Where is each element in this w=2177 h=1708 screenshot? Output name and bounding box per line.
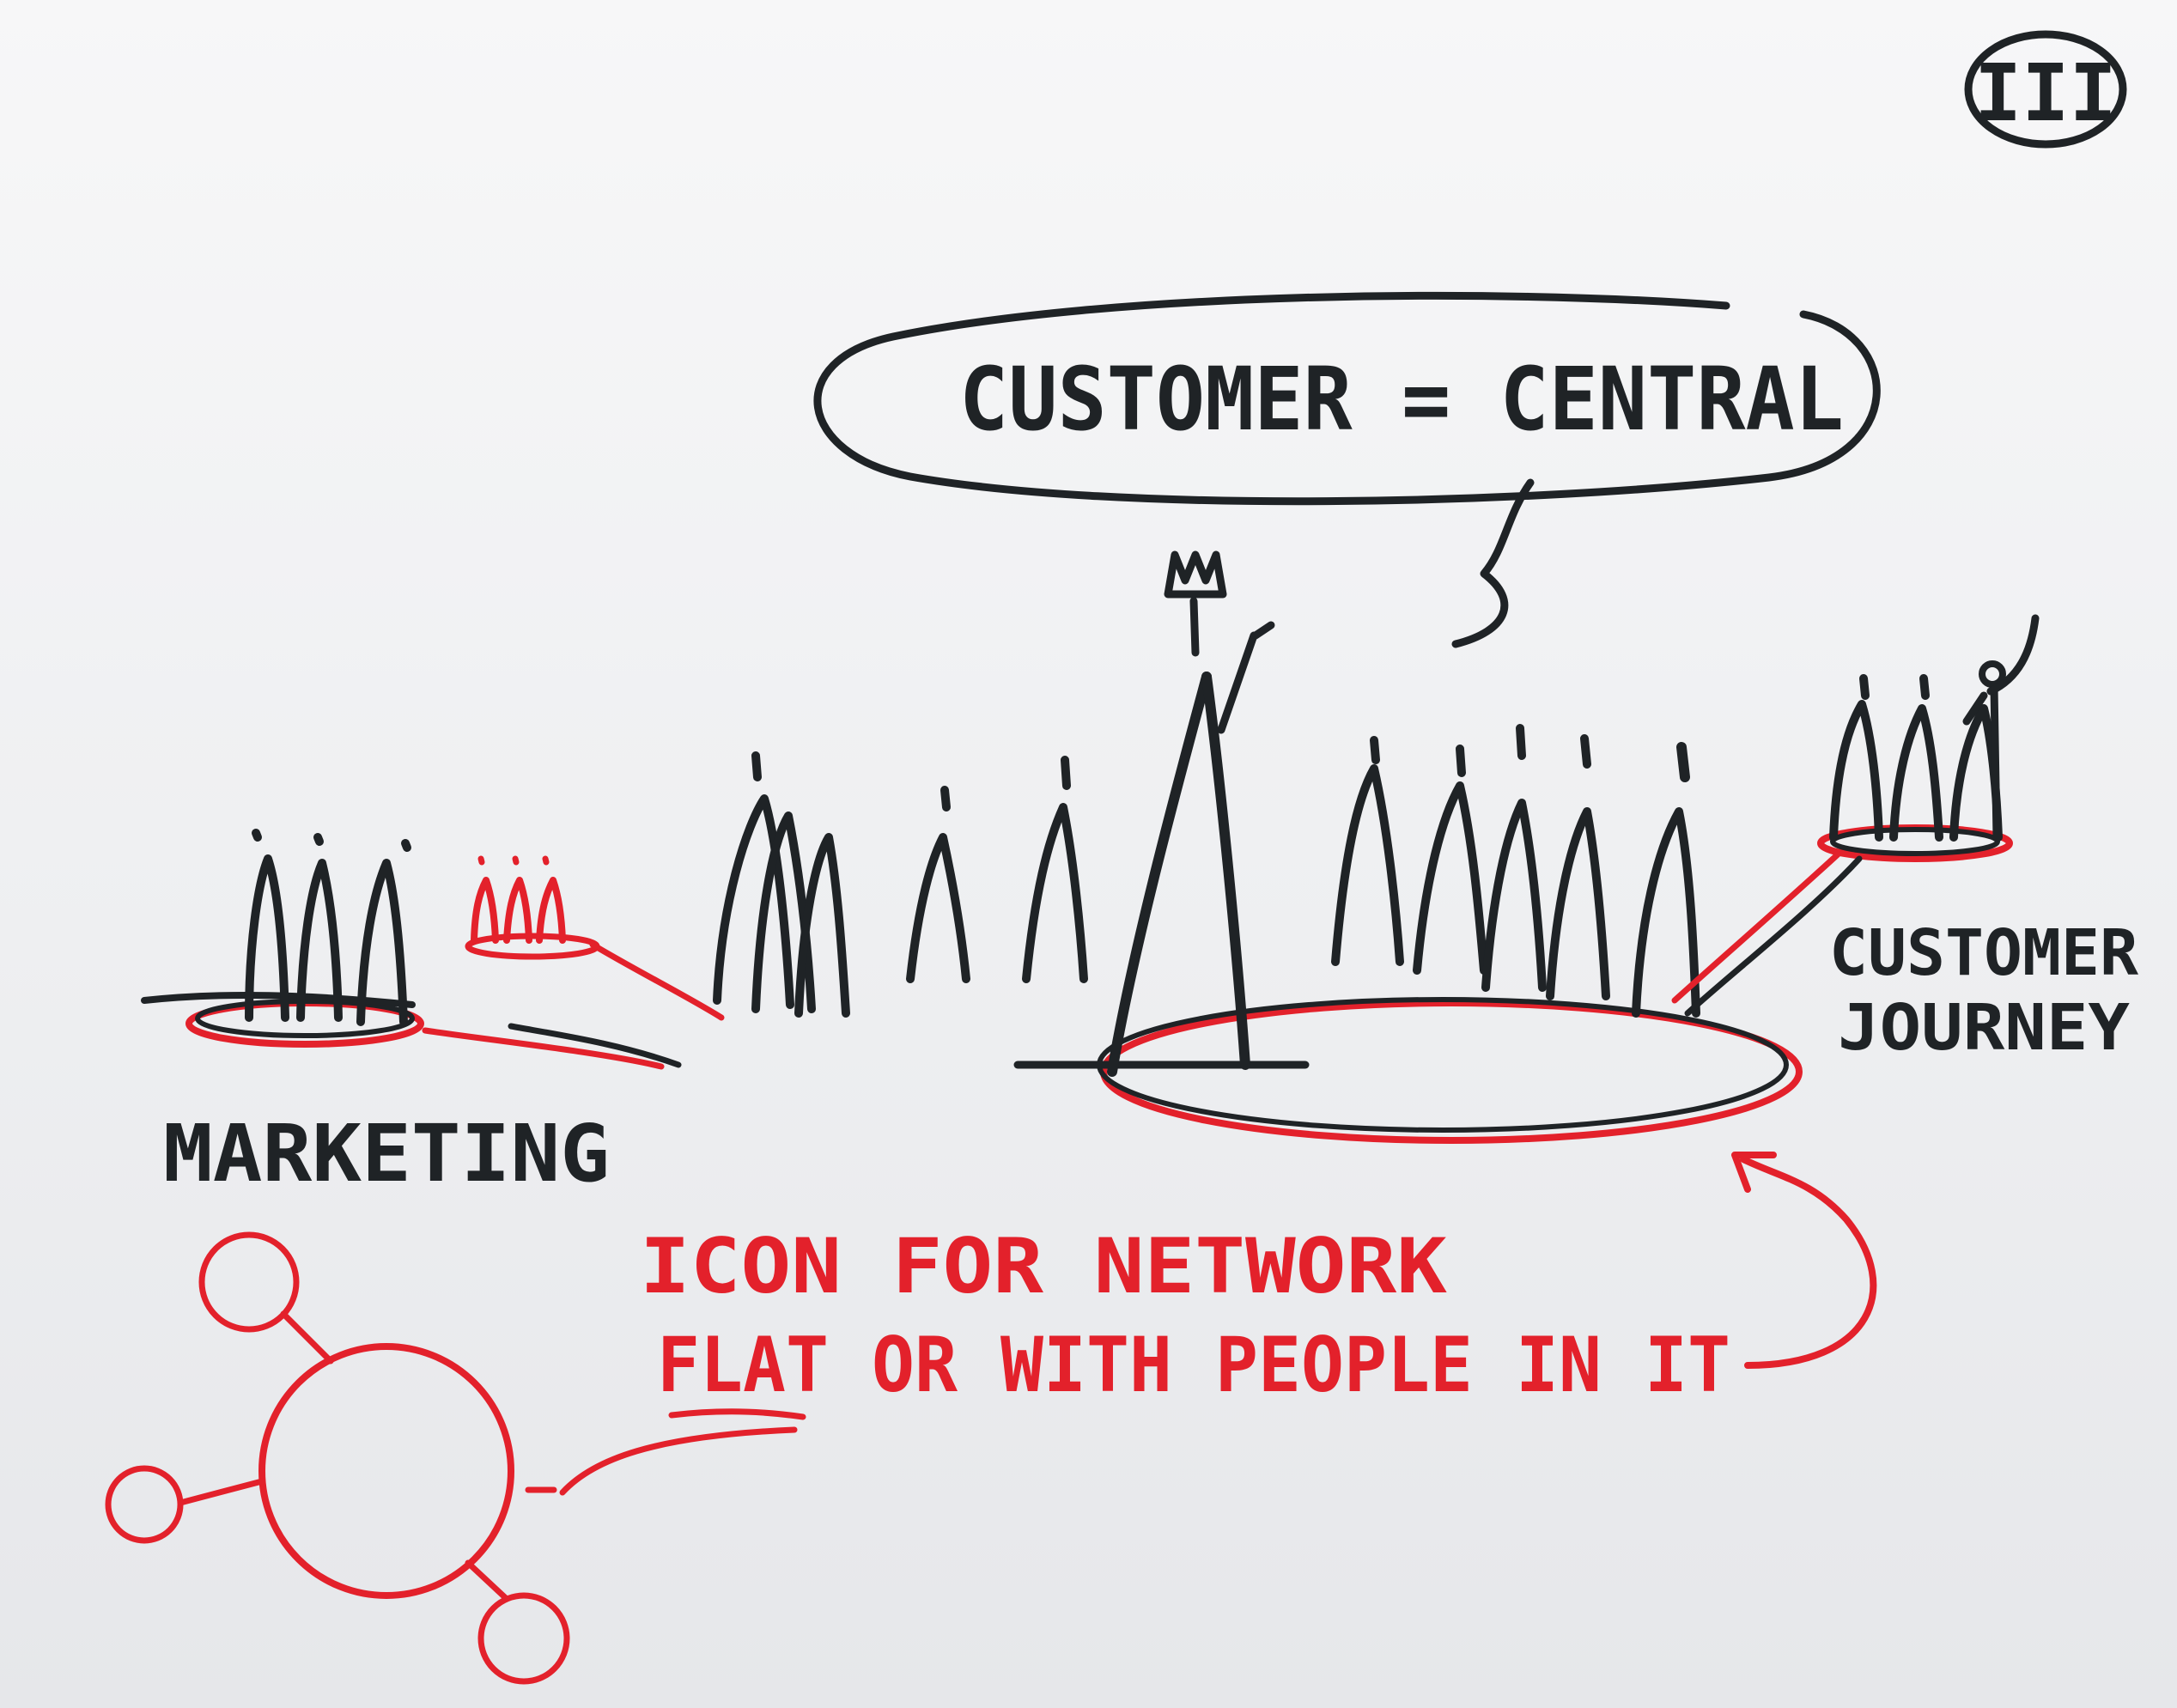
people-group-icon xyxy=(465,855,600,960)
people-group-icon xyxy=(1331,724,1700,1018)
marketing-label: MARKETING xyxy=(163,1108,610,1200)
page-number: III xyxy=(1974,47,2117,139)
central-platform xyxy=(1013,997,1803,1144)
note-line2: FLAT OR WITH PEOPLE IN IT xyxy=(657,1321,1730,1409)
customer-journey-label-line2: JOURNEY xyxy=(1838,991,2130,1065)
customer-journey-platform xyxy=(1817,824,2013,862)
page-number-badge: III xyxy=(1964,30,2127,149)
speech-bubble-text: CUSTOMER = CENTRAL xyxy=(959,349,1844,451)
crowned-customer-icon xyxy=(1107,550,1275,1077)
speech-bubble: CUSTOMER = CENTRAL xyxy=(813,291,1881,648)
people-group-icon xyxy=(1829,614,2040,842)
customer-journey-label-line1: CUSTOMER xyxy=(1829,916,2138,990)
note-underline xyxy=(668,1408,806,1420)
people-group-icon xyxy=(245,829,411,1026)
note-line1: ICON FOR NETWORK xyxy=(640,1222,1447,1310)
arrow-icon xyxy=(1731,1152,1877,1369)
people-group-icon xyxy=(713,751,1088,1018)
network-icon xyxy=(105,1231,798,1685)
network-connectors xyxy=(422,851,1863,1070)
